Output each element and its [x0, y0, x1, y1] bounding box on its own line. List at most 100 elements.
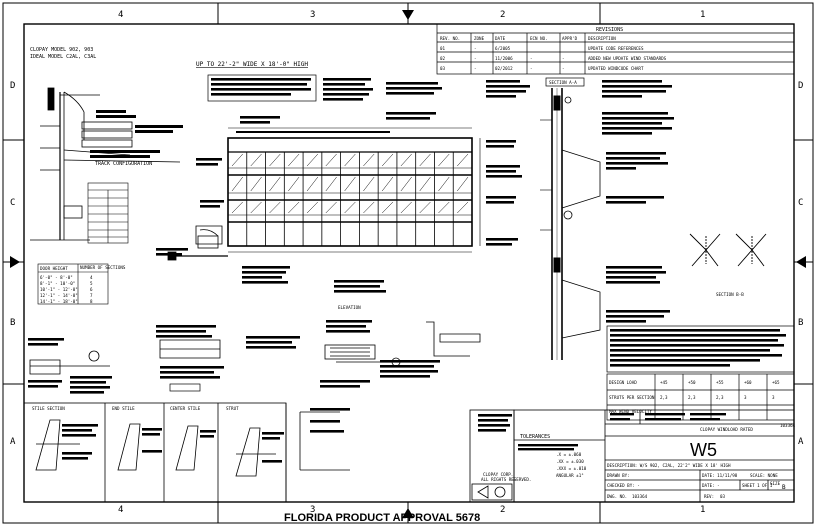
revisions-cell: -	[530, 56, 533, 61]
view-label-center-stile: CENTER STILE	[170, 406, 201, 411]
revisions-cell: -	[474, 46, 477, 51]
section-a-box	[545, 77, 585, 87]
row-label-right-b: B	[798, 318, 803, 328]
revisions-cell: 02	[440, 56, 446, 61]
revisions-header-cell: ECN NO.	[530, 36, 548, 41]
revisions-cell: 11/2006	[495, 56, 513, 61]
checked-by: CHECKED BY: -	[607, 483, 640, 488]
middle-detail-notes	[28, 320, 372, 394]
design-chart-cell: 2,3	[660, 395, 668, 400]
tolerance-row: ANGULAR ±1°	[556, 473, 584, 478]
title-block-frame	[469, 409, 795, 503]
section-count-cell: 8	[90, 299, 93, 304]
tolerance-row: .XXX = ±.010	[556, 466, 587, 471]
design-chart-header: +60	[744, 380, 752, 385]
section-a-label: SECTION A-A	[549, 80, 577, 85]
rating-code: W5	[690, 440, 717, 460]
rev-value: 03	[720, 494, 726, 499]
drawn-date: DATE: 11/11/98	[702, 473, 738, 478]
door-height-cell: 12'-1" - 14'-0"	[40, 293, 78, 298]
col-label-top-4: 4	[118, 10, 123, 20]
row-label-left-d: D	[10, 81, 15, 91]
section-count-cell: 6	[90, 287, 93, 292]
rev-label: REV:	[704, 494, 714, 499]
tolerance-rows: .X = ±.060 .XX = ±.030 .XXX = ±.010ANGULAR…	[556, 452, 587, 478]
row-label-right-d: D	[798, 81, 803, 91]
revisions-cell: UPDATE CODE REFERENCES	[588, 46, 644, 51]
design-chart-cell: STRUTS PER SECTION	[609, 395, 655, 400]
row-label-right-a: A	[798, 437, 804, 447]
track-notes	[90, 110, 183, 158]
door-height-cell: 6'-0" - 8'-0"	[40, 275, 73, 280]
design-chart-header: +55	[716, 380, 724, 385]
design-chart-header: +65	[772, 380, 780, 385]
design-chart-cell: MAX WIND VELOCITY	[609, 409, 652, 414]
title-block-notes	[478, 413, 726, 451]
dwg-no-value: 103364	[632, 494, 648, 499]
revisions-header-cell: DESCRIPTION	[588, 36, 616, 41]
bottom-view-notes	[62, 408, 350, 463]
door-elevation	[227, 127, 481, 253]
door-height-cell: 8'-1" - 10'-0"	[40, 281, 75, 286]
section-count-cell: 7	[90, 293, 93, 298]
revisions-header-cell: DATE	[495, 36, 506, 41]
elevation-label: ELEVATION	[338, 305, 361, 310]
center-arrow-right	[796, 256, 806, 268]
revisions-cell: ADDED NEW UPDATE WIND STANDARDS	[588, 56, 667, 61]
footer-approval: FLORIDA PRODUCT APPROVAL 5678	[284, 512, 480, 524]
revisions-cell: -	[562, 56, 565, 61]
size-label: SIZE	[770, 481, 781, 486]
col-label-bottom-2: 2	[500, 505, 505, 515]
section-b-label: SECTION B-B	[716, 292, 744, 297]
sections-table	[37, 263, 109, 305]
design-chart-header: +45	[660, 380, 668, 385]
view-label-strut: STRUT	[226, 406, 239, 411]
view-label-end-stile: END STILE	[112, 406, 135, 411]
revisions-header-cell: APPR'D	[562, 36, 578, 41]
tolerances-label: TOLERANCES	[520, 434, 550, 440]
drawing-title: CLOPAY WINDLOAD RATED	[700, 427, 753, 432]
sections-table-header-2: NUMBER OF SECTIONS	[80, 265, 126, 270]
design-chart	[606, 373, 795, 421]
center-arrow-bottom	[402, 508, 414, 518]
logo-mark	[471, 483, 513, 501]
tolerance-row: .XX = ±.030	[556, 459, 584, 464]
col-label-bottom-1: 1	[700, 505, 705, 515]
revisions-cell: -	[530, 66, 533, 71]
company-rights: ALL RIGHTS RESERVED.	[481, 477, 531, 482]
sections-table-header-1: DOOR HEIGHT	[40, 266, 68, 271]
col-label-top-2: 2	[500, 10, 505, 20]
row-label-right-c: C	[798, 198, 803, 208]
design-chart-cell: 3	[772, 395, 775, 400]
design-chart-cell: 2,3	[688, 395, 696, 400]
track-configuration-label: TRACK CONFIGURATION	[95, 161, 152, 167]
center-arrow-top	[402, 10, 414, 20]
track-detail	[30, 87, 181, 241]
design-chart-header: +50	[688, 380, 696, 385]
middle-details	[29, 235, 481, 375]
col-label-top-3: 3	[310, 10, 315, 20]
revisions-table	[436, 23, 795, 75]
design-chart-cell: 2,3	[716, 395, 724, 400]
row-label-left-b: B	[10, 318, 15, 328]
sections-table-rows: 6'-0" - 8'-0"48'-1" - 10'-0"510'-1" - 12…	[40, 275, 93, 304]
size-title: UP TO 22'-2" WIDE X 18'-0" HIGH	[196, 61, 308, 68]
sheet-count: SHEET 1 OF 1	[742, 483, 773, 488]
revisions-cell: 02/2012	[495, 66, 513, 71]
revisions-cell: 03	[440, 66, 446, 71]
model-line-1: CLOPAY MODEL 902, 903	[30, 47, 93, 53]
row-label-left-a: A	[10, 437, 16, 447]
revisions-cell: -	[562, 66, 565, 71]
section-count-cell: 5	[90, 281, 93, 286]
elevation-notes	[156, 74, 522, 293]
bottom-seal-detail	[167, 225, 228, 261]
dwg-no-label: DWG. NO.	[607, 494, 627, 499]
design-chart-cell: 3	[744, 395, 747, 400]
checked-date: DATE: -	[702, 483, 720, 488]
scale: SCALE: NONE	[750, 473, 778, 478]
revisions-header-cell: ZONE	[474, 36, 485, 41]
drawn-by: DRAWN BY:	[607, 473, 630, 478]
tolerance-row: .X = ±.060	[556, 452, 582, 457]
